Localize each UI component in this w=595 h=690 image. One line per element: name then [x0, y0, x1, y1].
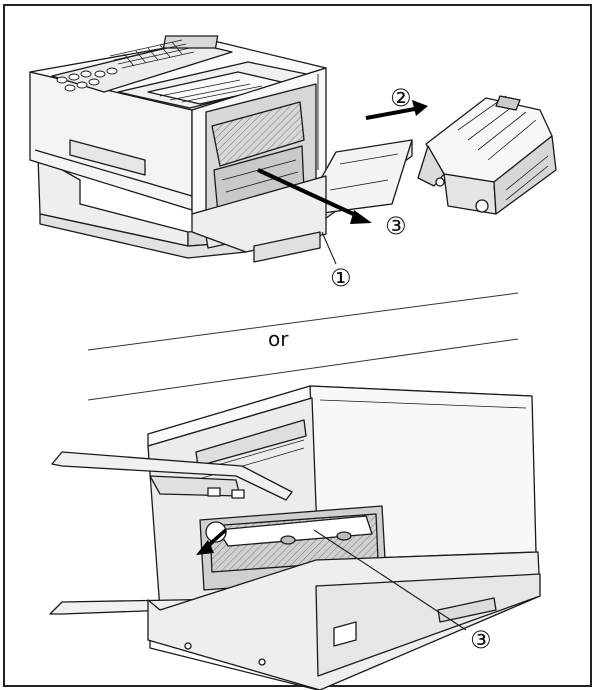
- callout-step-3-bottom: ③: [470, 628, 492, 652]
- callout-step-2: ②: [390, 86, 412, 110]
- callout-step-1: ①: [330, 266, 352, 290]
- separator-or-label: or: [268, 329, 288, 349]
- callout-step-3-top: ③: [385, 214, 407, 238]
